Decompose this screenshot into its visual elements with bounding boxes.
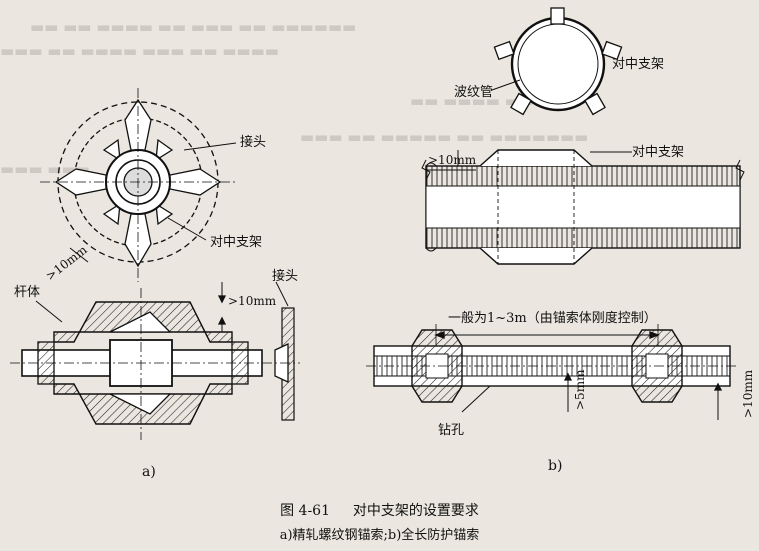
rod-label: 杆体: [14, 285, 40, 300]
panel-a-label: a): [142, 464, 156, 480]
centralizer-web: [155, 202, 174, 226]
caption-title: 对中支架的设置要求: [352, 503, 479, 519]
centralizer-web: [102, 138, 121, 162]
centralizer-bump: [479, 247, 593, 265]
gap-label-left: >10mm: [428, 153, 477, 167]
panel-b-drawing: [366, 7, 745, 420]
bleed-through-text: ▬▬ ▬▬ ▬▬▬▬ ▬▬ ▬▬▬ ▬▬ ▬▬▬▬▬▬: [30, 18, 357, 36]
drillhole-label: 钻孔: [438, 423, 464, 438]
gap-label-right: >10mm: [741, 369, 755, 418]
bleed-through-text: ▬▬▬ ▬▬▬: [0, 160, 90, 178]
centralizer-tab: [493, 40, 515, 61]
centralizer-bump: [479, 149, 593, 167]
corrugated-pipe-label: 波纹管: [454, 85, 493, 100]
bleed-through-text: ▬▬▬ ▬▬ ▬▬▬▬ ▬▬▬ ▬▬ ▬▬▬▬: [0, 42, 279, 60]
centralizer-tab: [510, 92, 532, 116]
centralizer-label-b-mid: 对中支架: [632, 145, 684, 160]
figure-subcaption: a)精轧螺纹钢锚索;b)全长防护锚索: [279, 528, 480, 543]
centralizer-web: [155, 138, 174, 162]
centralizer-label-a: 对中支架: [210, 235, 262, 250]
gap-label-5mm: >5mm: [573, 369, 587, 410]
centralizer-tab: [601, 40, 623, 61]
centralizer-label-b-top: 对中支架: [612, 57, 664, 72]
figure-caption: 图 4-61 对中支架的设置要求: [0, 500, 759, 520]
bleed-through-text: ▬▬▬ ▬▬ ▬▬▬▬▬ ▬▬ ▬▬▬▬▬▬▬: [300, 128, 589, 146]
centralizer-arm: [169, 168, 222, 196]
centralizer-tab: [584, 92, 606, 116]
centralizer-web: [102, 202, 121, 226]
gap-label-side: >10mm: [43, 242, 90, 283]
gap-label-bottom: >10mm: [228, 294, 277, 308]
joint-label-bottom: 接头: [272, 268, 298, 284]
panel-a-drawing: [10, 88, 300, 440]
caption-number: 图 4-61: [280, 503, 330, 519]
centralizer-tab: [550, 7, 565, 25]
panel-b-label: b): [548, 458, 562, 474]
spacing-label: 一般为1~3m（由锚索体刚度控制）: [448, 310, 657, 326]
joint-label-top: 接头: [240, 134, 266, 150]
corrugated-pipe-section: [510, 16, 606, 112]
